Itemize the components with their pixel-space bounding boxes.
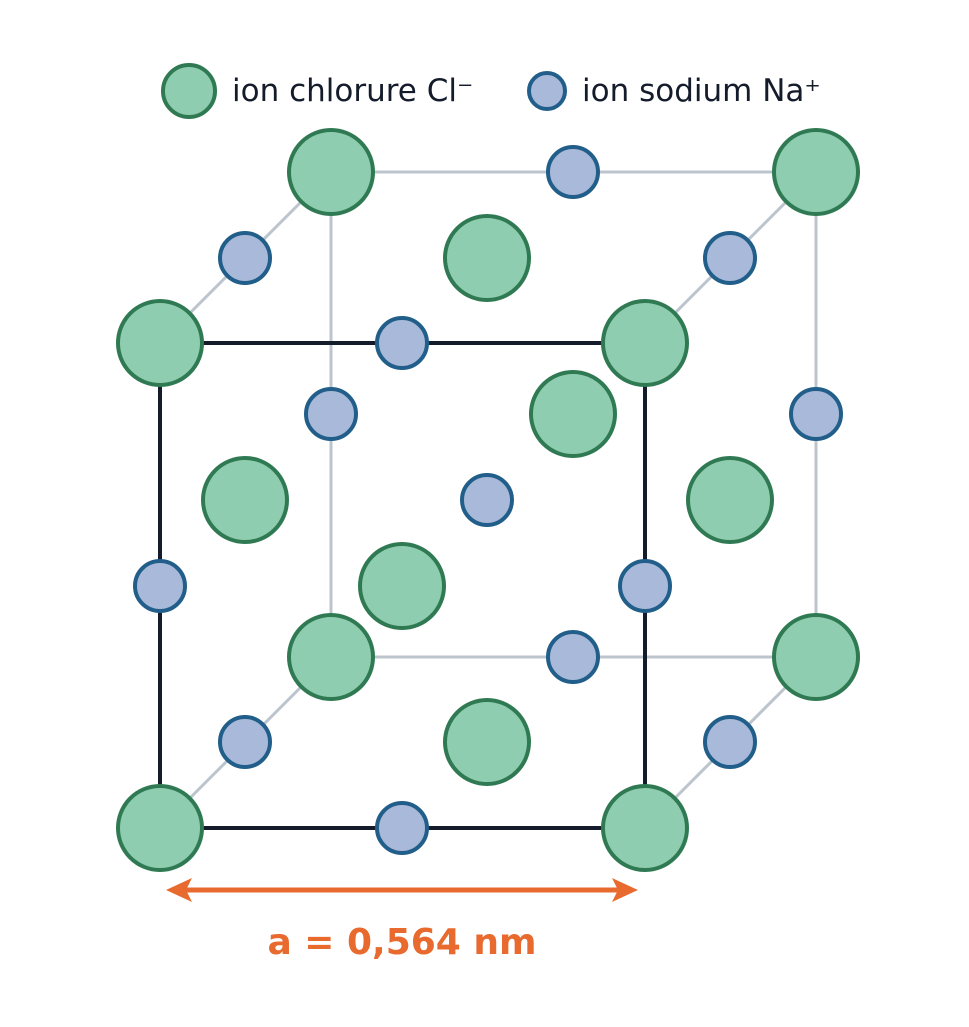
- sodium-ion: [218, 715, 272, 769]
- sodium-ion: [546, 630, 600, 684]
- chloride-ion: [116, 299, 204, 387]
- dimension-arrow: [166, 878, 638, 902]
- sodium-ion: [304, 387, 358, 441]
- chloride-ion: [116, 784, 204, 872]
- legend: ion chlorure Cl⁻ ion sodium Na⁺: [161, 63, 821, 119]
- sodium-ion: [133, 559, 187, 613]
- ions: [116, 128, 860, 872]
- chloride-ion: [287, 613, 375, 701]
- sodium-ion: [546, 145, 600, 199]
- chloride-ion: [686, 456, 774, 544]
- chloride-ion: [443, 214, 531, 302]
- chloride-ion: [601, 784, 689, 872]
- legend-chloride-label: ion chlorure Cl⁻: [232, 73, 473, 109]
- sodium-ion: [703, 715, 757, 769]
- sodium-ion: [218, 231, 272, 285]
- chloride-ion: [287, 128, 375, 216]
- chloride-ion: [201, 456, 289, 544]
- sodium-ion: [460, 473, 514, 527]
- chloride-ion: [529, 370, 617, 458]
- sodium-ion: [375, 801, 429, 855]
- arrow-right-head-icon: [612, 878, 638, 902]
- sodium-ion: [703, 231, 757, 285]
- arrow-left-head-icon: [166, 878, 192, 902]
- chloride-ion: [772, 128, 860, 216]
- chloride-ion: [443, 698, 531, 786]
- sodium-ion: [375, 316, 429, 370]
- chloride-ion: [772, 613, 860, 701]
- chloride-ion: [601, 299, 689, 387]
- lattice-parameter-label: a = 0,564 nm: [267, 922, 536, 963]
- sodium-ion: [789, 387, 843, 441]
- legend-sodium-label: ion sodium Na⁺: [582, 73, 821, 109]
- sodium-ion: [618, 559, 672, 613]
- legend-sodium-swatch: [527, 71, 567, 111]
- chloride-ion: [358, 542, 446, 630]
- legend-chloride-swatch: [161, 63, 217, 119]
